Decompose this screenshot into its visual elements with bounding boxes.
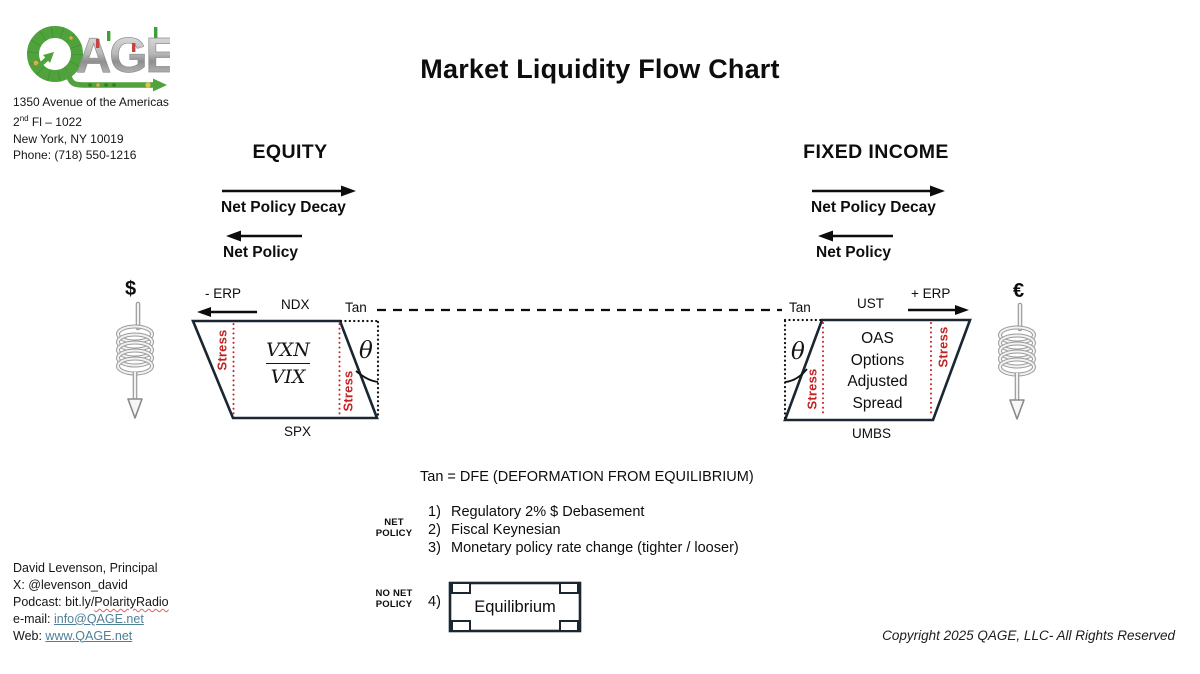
fixed-income-tan-dotted-extension [783,318,823,421]
tan-label-left: Tan [345,300,367,315]
stress-label: Stress [340,370,356,412]
theta-symbol-right: θ [791,339,805,365]
equity-stress-dotted-lines [232,323,341,417]
oas-line: OAS [861,330,894,347]
oas-text-block: OAS Options Adjusted Spread [820,328,935,414]
contact-web: Web: www.QAGE.net [13,628,133,643]
equilibrium-label: Equilibrium [474,598,556,616]
equity-net-policy-label: Net Policy [223,244,298,261]
oas-line: Options [850,351,905,369]
stress-label: Stress [804,368,820,410]
item4-number: 4) [428,594,441,610]
contact-name: David Levenson, Principal [13,561,158,575]
logo-q-mark [27,26,83,82]
policy-list: 1) Regulatory 2% $ Debasement 2) Fiscal … [428,503,739,558]
plus-erp-arrow-right-icon [908,305,969,315]
euro-symbol: € [1013,280,1025,302]
dollar-spring-icon [118,304,152,418]
list-item: 2) Fiscal Keynesian [428,522,561,539]
address-line: Phone: (718) 550-1216 [13,148,137,163]
contact-x-handle: X: @levenson_david [13,577,128,592]
tan-definition: Tan = DFE (DEFORMATION FROM EQUILIBRIUM) [420,469,754,485]
fixed-income-policy-arrow-left-icon [818,230,893,242]
stress-label: Stress [935,326,951,368]
equity-decay-arrow-right-icon [222,185,356,197]
equilibrium-box [448,581,582,633]
copyright-text: Copyright 2025 QAGE, LLC- All Rights Res… [882,628,1175,643]
logo-candlestick-accents [96,27,158,52]
fixed-income-parallelogram [783,318,972,422]
web-link[interactable]: www.QAGE.net [45,628,133,643]
list-item: 1) Regulatory 2% $ Debasement [428,504,645,520]
contact-podcast: Podcast: bit.ly/PolarityRadio [13,594,169,609]
ust-label: UST [857,296,884,311]
equity-theta-arc [355,370,379,383]
ratio-denominator: VIX [270,366,306,388]
oas-line: Adjusted [847,373,908,390]
list-item: 3) Monetary policy rate change (tighter … [428,540,739,557]
page-title: Market Liquidity Flow Chart [420,54,780,84]
plus-erp-label: + ERP [911,286,951,301]
umbs-label: UMBS [852,426,892,441]
address-block: 1350 Avenue of the Americas 2nd Fl – 102… [13,94,169,164]
minus-erp-arrow-left-icon [197,307,257,317]
equity-tan-dotted-extension [339,319,380,420]
minus-erp-label: - ERP [205,286,242,301]
tan-label-right: Tan [789,300,811,315]
logo-arrow-tail [63,69,167,92]
equity-policy-arrow-left-icon [226,230,302,242]
oas-line: Spread [852,394,903,412]
fixed-income-decay-arrow-right-icon [812,185,945,197]
address-line: 2nd Fl – 1022 [13,113,82,129]
qage-logo: AGE [27,26,170,92]
ratio-numerator: VXN [266,339,310,361]
fraction-bar [266,363,310,364]
theta-symbol-left: θ [359,338,373,364]
address-line: New York, NY 10019 [13,131,124,146]
net-policy-tag: NET POLICY [375,517,413,539]
no-net-policy-tag: NO NET POLICY [375,588,413,610]
fixed-income-theta-arc [784,368,808,383]
address-line: 1350 Avenue of the Americas [13,95,169,109]
fixed-income-net-policy-label: Net Policy [816,244,891,261]
stress-label: Stress [214,329,230,371]
fixed-income-net-policy-decay-label: Net Policy Decay [811,199,936,216]
equity-net-policy-decay-label: Net Policy Decay [221,199,346,216]
vxn-vix-ratio: VXN VIX [261,339,315,388]
fixed-income-heading: FIXED INCOME [803,141,949,163]
dollar-symbol: $ [125,278,137,300]
spx-label: SPX [284,424,312,439]
equity-heading: EQUITY [252,141,328,163]
equity-parallelogram [191,319,379,420]
contact-block: David Levenson, Principal X: @levenson_d… [13,560,169,645]
fixed-income-stress-dotted-lines [822,322,932,418]
ndx-label: NDX [281,297,310,312]
euro-spring-icon [1000,305,1034,419]
contact-email: e-mail: info@QAGE.net [13,611,144,626]
email-link[interactable]: info@QAGE.net [53,611,144,626]
